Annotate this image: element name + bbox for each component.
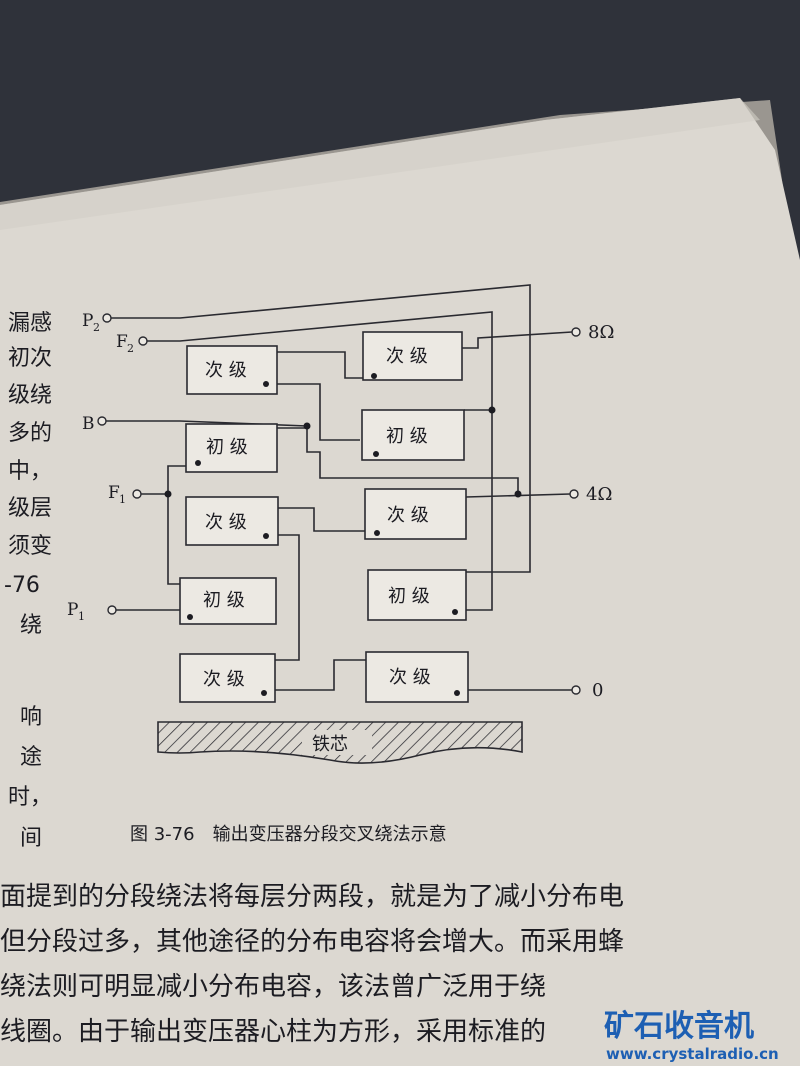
coil-L3: 次 级 <box>185 496 279 546</box>
junctions <box>164 406 522 498</box>
coil-R2: 初 级 <box>361 409 465 461</box>
margin-line: 初次 <box>8 346 52 371</box>
body-line: 线圈。由于输出变压器心柱为方形，采用标准的 <box>0 1017 546 1047</box>
margin-line: 时， <box>8 785 52 810</box>
svg-text:1: 1 <box>78 610 85 623</box>
terminal-p1: P 1 <box>67 600 117 623</box>
coil-L5: 次 级 <box>179 653 276 703</box>
coil-label: 次 级 <box>205 512 247 533</box>
junction-dot <box>303 422 311 430</box>
margin-line: 多的 <box>8 421 52 446</box>
margin-line: 级层 <box>8 496 52 521</box>
polarity-dot <box>373 451 379 457</box>
margin-line: 须变 <box>8 534 52 559</box>
coil-L2: 初 级 <box>185 423 278 473</box>
junction-dot <box>514 490 522 498</box>
terminal-0: 0 <box>571 680 603 701</box>
polarity-dot <box>263 533 269 539</box>
margin-line: 中， <box>8 459 52 484</box>
margin-line: 间 <box>20 826 42 851</box>
terminal-4ohm: 4Ω <box>569 484 612 505</box>
polarity-dot <box>195 460 201 466</box>
figure-caption: 图 3-76 输出变压器分段交叉绕法示意 <box>130 824 447 845</box>
svg-text:B: B <box>82 414 95 434</box>
polarity-dot <box>263 381 269 387</box>
left-margin-text: 漏感 初次 级绕 多的 中， 级层 须变 -76 绕 响 途 时， 间 <box>4 311 52 851</box>
svg-text:F: F <box>108 483 120 503</box>
body-line: 但分段过多，其他途径的分布电容将会增大。而采用蜂 <box>0 927 624 957</box>
body-text: 面提到的分段绕法将每层分两段，就是为了减小分布电 但分段过多，其他途径的分布电容… <box>0 882 624 1047</box>
polarity-dot <box>374 530 380 536</box>
terminal-8ohm: 8Ω <box>571 322 614 343</box>
coil-R3: 次 级 <box>364 488 467 540</box>
margin-line: 绕 <box>20 613 42 638</box>
junction-dot <box>488 406 496 414</box>
watermark-title: 矿石收音机 <box>604 1009 754 1044</box>
coil-label: 次 级 <box>387 505 429 526</box>
svg-text:4Ω: 4Ω <box>586 484 612 505</box>
body-line: 绕法则可明显减小分布电容，该法曾广泛用于绕 <box>0 972 546 1002</box>
coil-label: 初 级 <box>388 586 430 607</box>
svg-text:F: F <box>116 332 128 352</box>
coil-label: 次 级 <box>205 360 247 381</box>
coil-label: 次 级 <box>386 346 428 367</box>
svg-text:2: 2 <box>93 321 100 334</box>
margin-line: 级绕 <box>8 383 52 408</box>
body-line: 面提到的分段绕法将每层分两段，就是为了减小分布电 <box>0 882 624 912</box>
terminal-p2: P 2 <box>82 311 112 334</box>
svg-text:1: 1 <box>119 493 126 506</box>
svg-text:P: P <box>67 600 78 620</box>
watermark: 矿石收音机 www.crystalradio.cn <box>600 998 800 1066</box>
iron-core: 铁芯 <box>157 721 523 764</box>
coil-R4: 初 级 <box>367 569 467 621</box>
polarity-dot <box>454 690 460 696</box>
watermark-url: www.crystalradio.cn <box>606 1045 779 1063</box>
polarity-dot <box>371 373 377 379</box>
terminal-b: B <box>82 414 107 434</box>
coil-R5: 次 级 <box>365 651 469 703</box>
svg-text:0: 0 <box>592 680 603 701</box>
polarity-dot <box>261 690 267 696</box>
coil-label: 初 级 <box>206 437 248 458</box>
svg-text:2: 2 <box>127 342 134 355</box>
core-label: 铁芯 <box>312 734 348 755</box>
margin-line: 响 <box>20 705 42 730</box>
junction-dot <box>164 490 172 498</box>
coil-label: 初 级 <box>203 590 245 611</box>
coil-R1: 次 级 <box>362 331 463 381</box>
coil-L4: 初 级 <box>179 577 277 625</box>
coil-label: 初 级 <box>386 426 428 447</box>
terminal-f1: F 1 <box>108 483 142 506</box>
svg-text:8Ω: 8Ω <box>588 322 614 343</box>
margin-line: 漏感 <box>8 311 52 336</box>
coil-label: 次 级 <box>389 667 431 688</box>
polarity-dot <box>187 614 193 620</box>
terminal-f2: F 2 <box>116 332 148 355</box>
margin-line: 途 <box>20 745 42 770</box>
margin-line: -76 <box>4 573 40 598</box>
coil-label: 次 级 <box>203 669 245 690</box>
svg-text:P: P <box>82 311 93 331</box>
polarity-dot <box>452 609 458 615</box>
coil-L1: 次 级 <box>186 345 278 395</box>
